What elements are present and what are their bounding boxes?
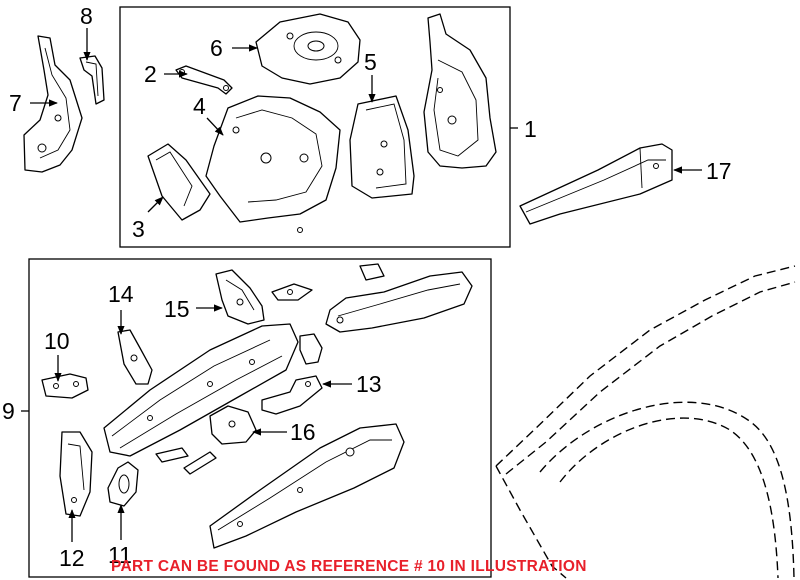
callout-17: 17 — [706, 158, 732, 184]
part-2 — [175, 65, 233, 95]
part-1-apron — [423, 13, 497, 169]
lower-rail — [209, 423, 405, 549]
part-3 — [147, 143, 211, 221]
callout-16: 16 — [290, 419, 316, 445]
callout-12: 12 — [59, 545, 85, 571]
callout-10: 10 — [44, 328, 70, 354]
part-8 — [79, 55, 105, 105]
callout-labels: 1 2 3 4 5 6 7 8 9 10 11 12 13 14 15 16 1… — [2, 3, 732, 571]
callout-11: 11 — [108, 542, 132, 568]
callout-1: 1 — [524, 116, 537, 142]
callout-6: 6 — [210, 35, 223, 61]
callout-2: 2 — [144, 61, 157, 87]
callout-5: 5 — [364, 49, 377, 75]
part-10 — [41, 373, 89, 399]
part-4 — [205, 95, 341, 233]
part-7 — [23, 35, 83, 173]
fender-outline — [495, 265, 796, 579]
callout-7: 7 — [9, 90, 22, 116]
part-14 — [117, 329, 153, 385]
part-13 — [261, 375, 323, 415]
upper-rail — [325, 271, 473, 333]
part-15 — [215, 269, 265, 325]
clip-parts — [271, 263, 385, 365]
part-16 — [209, 405, 257, 445]
callout-13: 13 — [356, 371, 382, 397]
callout-4: 4 — [193, 93, 206, 119]
callout-9: 9 — [2, 398, 15, 424]
part-12 — [59, 431, 93, 517]
frame-rail — [103, 323, 299, 457]
leaders — [30, 28, 702, 542]
part-11 — [107, 461, 139, 507]
part-17 — [519, 143, 673, 225]
callout-15: 15 — [164, 296, 190, 322]
reference-note: PART CAN BE FOUND AS REFERENCE # 10 IN I… — [111, 558, 587, 575]
callout-8: 8 — [80, 3, 93, 29]
callout-14: 14 — [108, 281, 134, 307]
part-5 — [349, 95, 415, 199]
part-6 — [255, 13, 361, 85]
group-9-frame — [28, 258, 492, 578]
callout-3: 3 — [132, 216, 145, 242]
small-links — [155, 447, 217, 475]
group-1-frame — [119, 6, 511, 248]
